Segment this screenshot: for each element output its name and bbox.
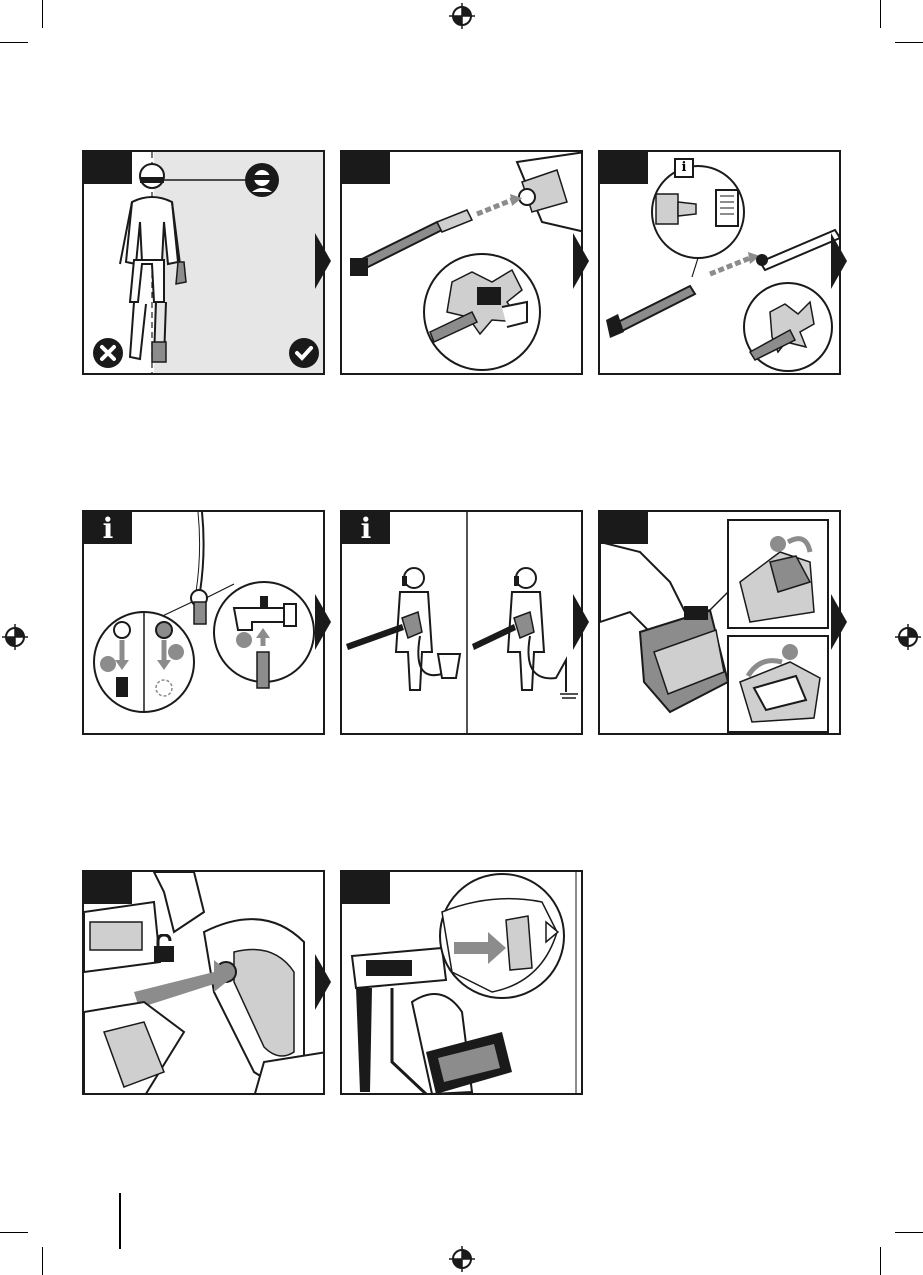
step-tab [342, 152, 390, 184]
step-tab [600, 512, 648, 544]
crop-mark [42, 0, 43, 28]
crop-mark [895, 1232, 923, 1233]
wrong-icon [92, 337, 124, 369]
step-panel-press-trigger [340, 870, 583, 1095]
crop-mark [0, 42, 28, 43]
step-panel-unlock-trigger [82, 870, 325, 1095]
page-edge-line [119, 1193, 121, 1249]
crop-mark [880, 0, 881, 28]
step-panel-water-source: i [340, 510, 583, 735]
step-panel-water-supply: i [82, 510, 325, 735]
next-step-arrow-icon [573, 594, 589, 650]
crop-mark [895, 42, 923, 43]
registration-mark-icon [2, 624, 28, 650]
registration-mark-icon [895, 624, 921, 650]
step-tab [84, 152, 132, 184]
info-tab: i [84, 512, 132, 544]
step-panel-attach-nozzle: i [598, 150, 841, 375]
padlock-open-icon [152, 934, 176, 964]
next-step-arrow-icon [315, 233, 331, 289]
step-tab [84, 872, 132, 904]
crop-mark [880, 1247, 881, 1275]
registration-mark-icon [449, 1246, 475, 1272]
eye-ear-protection-icon [244, 162, 280, 198]
next-step-arrow-icon [573, 233, 589, 289]
next-step-arrow-icon [831, 594, 847, 650]
next-step-arrow-icon [315, 594, 331, 650]
correct-icon [288, 337, 320, 369]
registration-mark-icon [449, 3, 475, 29]
step-panel-protective-gear [82, 150, 325, 375]
step-tab [600, 152, 648, 184]
step-tab [342, 872, 390, 904]
info-icon: i [674, 158, 694, 178]
step-panel-attach-lance [340, 150, 583, 375]
info-tab: i [342, 512, 390, 544]
crop-mark [0, 1232, 28, 1233]
crop-mark [42, 1247, 43, 1275]
next-step-arrow-icon [831, 233, 847, 289]
step-panel-insert-battery [598, 510, 841, 735]
next-step-arrow-icon [315, 954, 331, 1010]
